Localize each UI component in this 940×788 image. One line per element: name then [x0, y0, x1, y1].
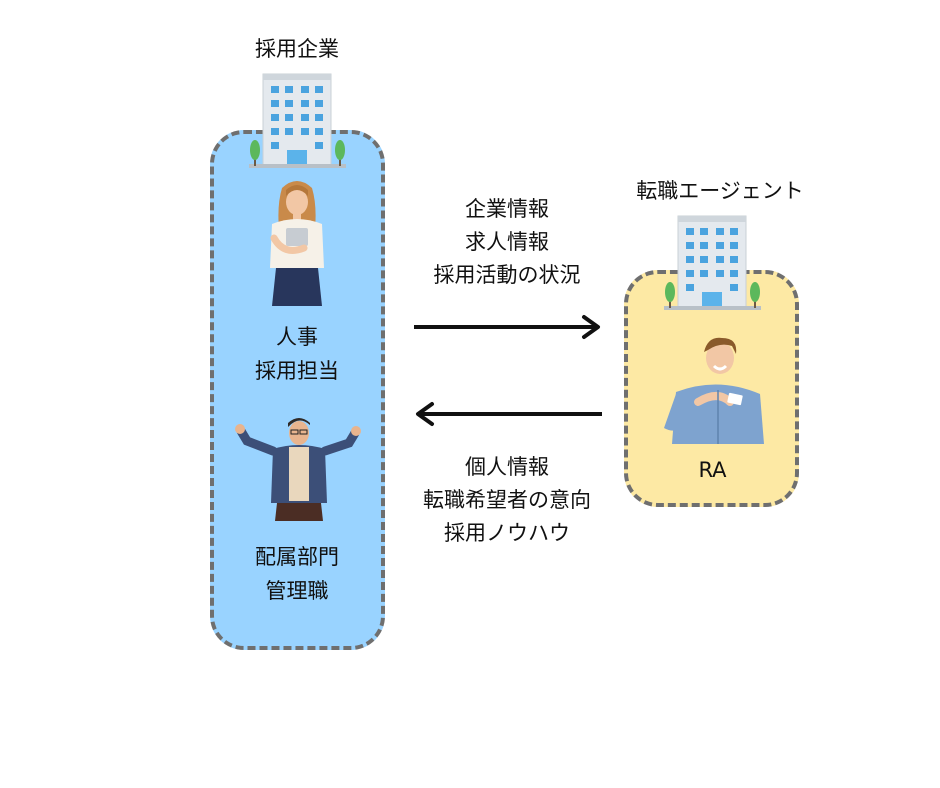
flow-to-agent-line3: 採用活動の状況	[433, 263, 581, 287]
hr-label-line2: 採用担当	[255, 359, 339, 383]
building-icon	[664, 215, 761, 310]
flow-to-company-line1: 個人情報	[465, 455, 549, 479]
agent-title: 転職エージェント	[636, 179, 804, 203]
flow-to-company-line2: 転職希望者の意向	[423, 488, 591, 512]
hr-label-line1: 人事	[276, 325, 318, 349]
hr-person-icon	[270, 181, 324, 306]
flow-to-agent-line2: 求人情報	[465, 230, 549, 254]
building-icon	[249, 73, 346, 168]
ra-person-icon	[664, 337, 764, 444]
arrow-right-icon	[414, 315, 600, 339]
manager-label-line2: 管理職	[265, 579, 329, 603]
ra-label: RA	[698, 458, 727, 482]
company-title: 採用企業	[255, 37, 339, 61]
manager-person-icon	[235, 418, 361, 521]
flow-to-company-line3: 採用ノウハウ	[444, 521, 570, 545]
arrow-left-icon	[416, 402, 602, 426]
flow-to-agent-line1: 企業情報	[465, 197, 549, 221]
manager-label-line1: 配属部門	[255, 545, 339, 569]
